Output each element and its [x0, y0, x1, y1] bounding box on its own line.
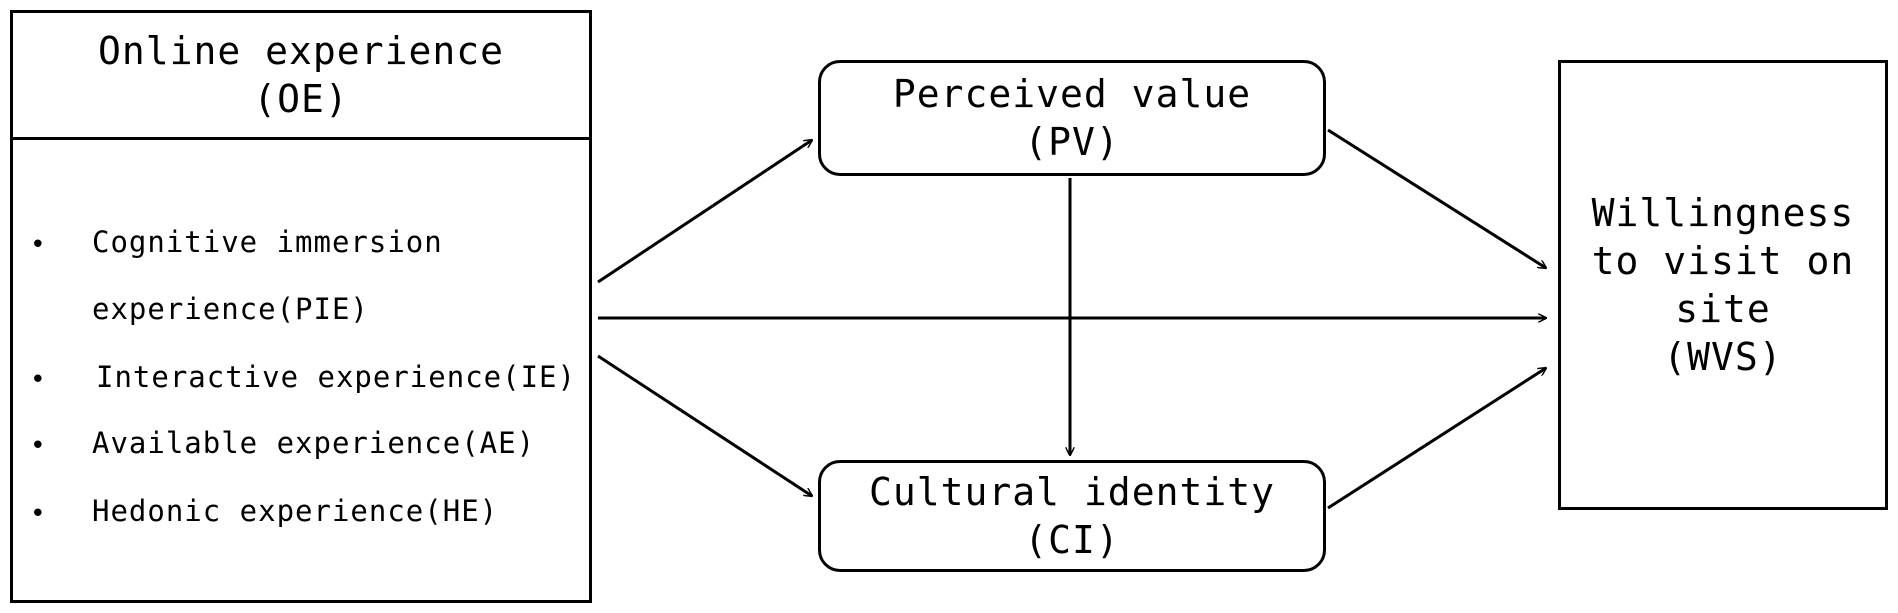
wvs-line4: (WVS) — [1663, 335, 1783, 379]
ci-box: Cultural identity (CI) — [818, 460, 1326, 572]
oe-item-ie: Interactive experience(IE) — [96, 360, 576, 394]
arrow-ci-to-wvs — [1327, 368, 1546, 510]
bullet-ae: • — [30, 431, 46, 461]
wvs-line3: site — [1675, 287, 1771, 331]
oe-item-pie-line1: Cognitive immersion — [92, 225, 443, 259]
oe-dimensions-box — [10, 137, 592, 603]
ci-line2: (CI) — [1024, 518, 1120, 562]
wvs-box: Willingness to visit on site (WVS) — [1558, 60, 1888, 510]
pv-line2: (PV) — [1024, 120, 1120, 164]
oe-title-line1: Online experience — [98, 29, 504, 73]
pv-line1: Perceived value — [892, 72, 1252, 116]
arrow-pv-to-wvs — [1327, 128, 1546, 268]
ci-line1: Cultural identity — [869, 470, 1275, 514]
wvs-line2: to visit on — [1591, 239, 1855, 283]
oe-item-ae: Available experience(AE) — [92, 426, 536, 460]
arrow-oe-to-pv — [597, 140, 812, 284]
oe-title-line2: (OE) — [253, 77, 349, 121]
pv-box: Perceived value (PV) — [818, 60, 1326, 176]
oe-header-box: Online experience (OE) — [10, 10, 592, 140]
wvs-line1: Willingness — [1591, 191, 1855, 235]
bullet-pie: • — [30, 230, 46, 260]
bullet-ie: • — [30, 365, 46, 395]
bullet-he: • — [30, 499, 46, 529]
arrow-oe-to-ci — [597, 354, 812, 496]
oe-item-pie-line2: experience(PIE) — [92, 292, 369, 326]
oe-item-he: Hedonic experience(HE) — [92, 494, 499, 528]
